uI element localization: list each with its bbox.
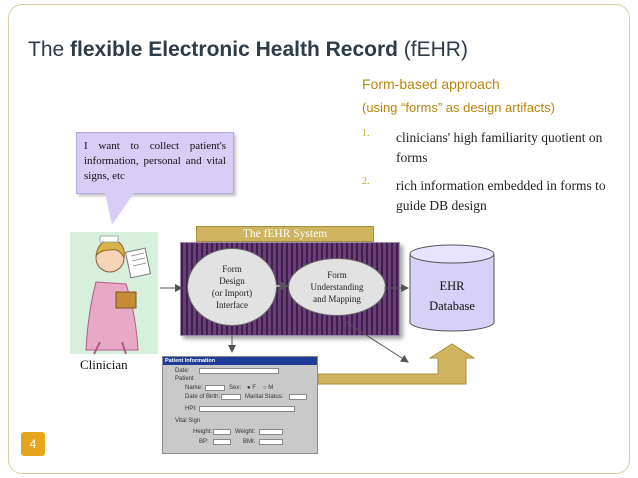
patient-form-thumbnail: Patient Information Date: Patient Name: … (162, 356, 318, 454)
list-text: rich information embedded in forms to gu… (396, 178, 606, 213)
form-hpi-field (199, 406, 295, 412)
form-height-label: Height: (193, 429, 213, 435)
form-date-field (199, 368, 279, 374)
db-label-line: Database (429, 299, 475, 313)
title-bold: flexible Electronic Health Record (70, 38, 398, 61)
ellipse-line: Design (219, 276, 245, 286)
ellipse-line: Form (327, 270, 347, 280)
form-sex-label: Sex: (229, 385, 242, 391)
ellipse-line: Interface (216, 300, 248, 310)
page-number-badge: 4 (21, 432, 45, 456)
ellipse-line: Form (222, 264, 242, 274)
form-sex-f: ● F (247, 385, 256, 391)
form-weight-label: Weight: (235, 429, 256, 435)
approach-subheading: (using “forms” as design artifacts) (362, 100, 555, 115)
form-name-label: Name: (185, 385, 203, 391)
title-suffix: (fEHR) (397, 38, 468, 61)
form-hpi-label: HPI: (185, 406, 197, 412)
ellipse-line: Understanding (310, 282, 364, 292)
arrow-mapping-to-output (345, 321, 409, 363)
form-patient-label: Patient (175, 376, 194, 382)
form-marital-label: Marital Status: (245, 394, 284, 400)
form-sex-m: ○ M (263, 385, 274, 391)
form-weight-field (259, 429, 283, 435)
speech-bubble: I want to collect patient's information,… (76, 132, 234, 194)
ellipse-line: and Mapping (313, 294, 361, 304)
speech-bubble-tail (105, 193, 134, 225)
form-bp-label: BP: (199, 439, 209, 445)
slide-title: The flexible Electronic Health Record (f… (28, 38, 468, 62)
system-title: The fEHR System (196, 226, 374, 242)
sex-f-text: F (252, 385, 256, 391)
form-dob-field (221, 394, 241, 400)
ellipse-line: (or Import) (211, 288, 253, 298)
approach-heading: Form-based approach (362, 76, 500, 92)
form-vital-label: Vital Sign (175, 418, 201, 424)
form-height-field (213, 429, 231, 435)
list-text: clinicians' high familiarity quotient on… (396, 130, 603, 165)
form-bmi-label: BMI: (243, 439, 256, 445)
ehr-database-cylinder (409, 244, 495, 332)
form-header: Patient Information (163, 357, 317, 365)
form-dob-label: Date of Birth: (185, 394, 221, 400)
clinician-label: Clinician (80, 357, 128, 372)
clinician-illustration (70, 232, 158, 355)
form-name-field (205, 385, 225, 391)
list-number: 1. (362, 128, 370, 139)
form-to-db-arrow (317, 343, 476, 385)
sex-m-text: M (268, 385, 274, 391)
db-label-line: EHR (439, 279, 465, 293)
form-bp-field (213, 439, 231, 445)
form-marital-field (289, 394, 307, 400)
ehr-database-label: EHR Database (410, 276, 494, 316)
form-date-label: Date: (175, 368, 190, 374)
title-prefix: The (28, 38, 71, 61)
form-bmi-field (259, 439, 283, 445)
list-number: 2. (362, 176, 370, 187)
slide-frame (8, 4, 630, 474)
